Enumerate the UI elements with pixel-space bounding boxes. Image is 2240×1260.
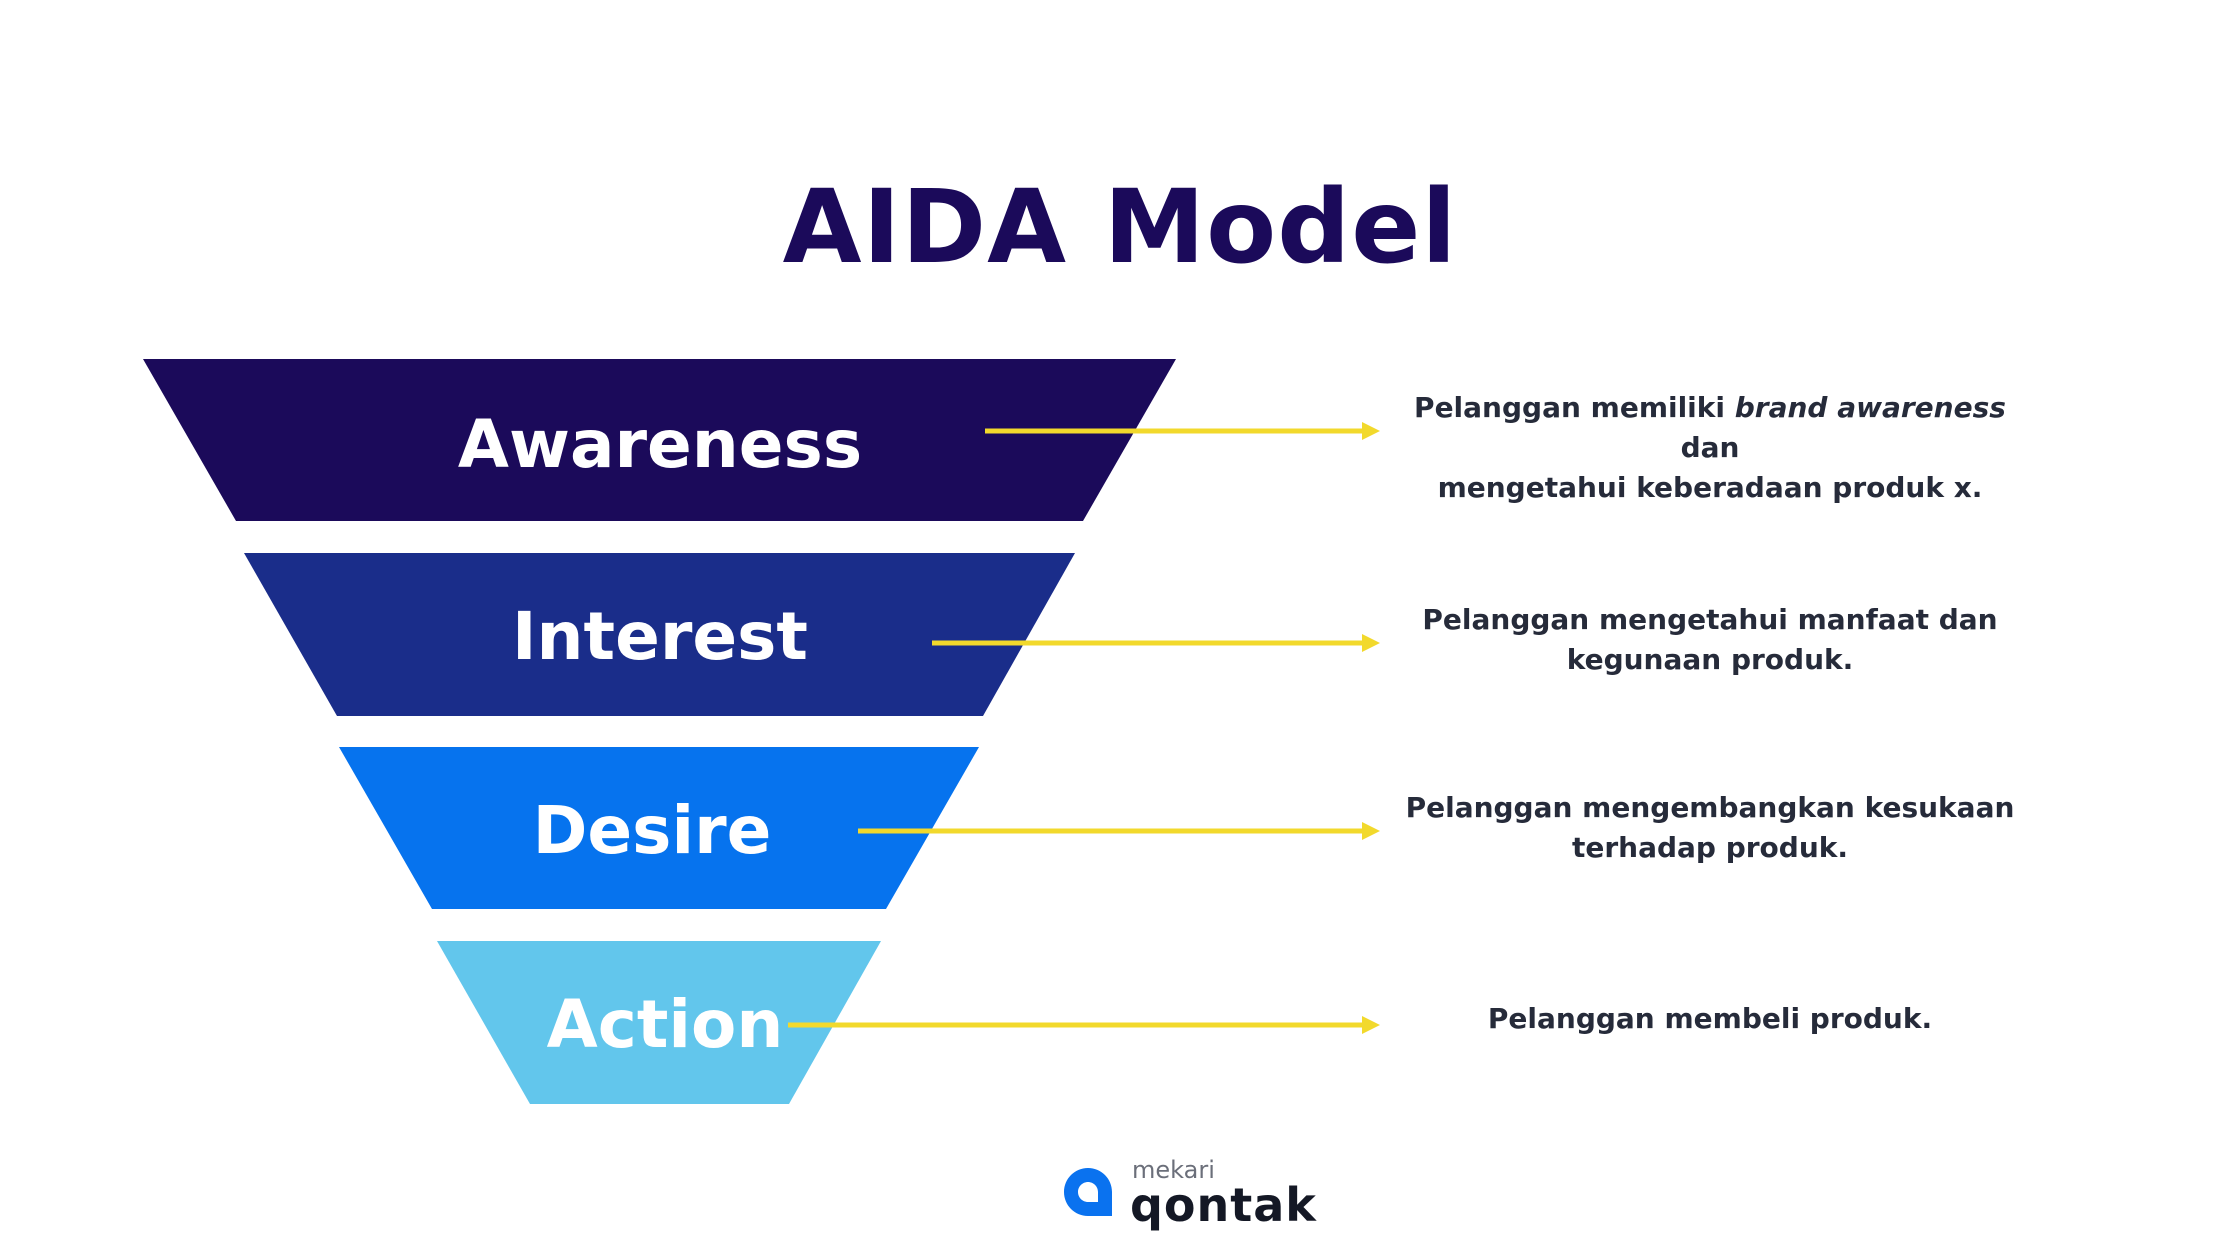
description-desire-line-1: Pelanggan mengembangkan kesukaan: [1405, 791, 2015, 824]
arrow-interest: [932, 634, 1380, 652]
funnel-level-awareness: [143, 359, 1176, 521]
description-awareness: Pelanggan memiliki brand awareness dan m…: [1380, 388, 2040, 508]
funnel-level-interest: [244, 553, 1075, 716]
logo-sub-text: mekari: [1132, 1156, 1215, 1184]
description-awareness-line-1: Pelanggan memiliki brand awareness dan: [1414, 391, 2006, 464]
page-title: AIDA Model: [782, 168, 1458, 287]
description-interest: Pelanggan mengetahui manfaat dan kegunaa…: [1380, 600, 2040, 680]
description-desire: Pelanggan mengembangkan kesukaan terhada…: [1380, 788, 2040, 868]
arrow-awareness: [985, 422, 1380, 440]
mekari-qontak-logo: mekari qontak: [1060, 1150, 1316, 1240]
stage-label-desire: Desire: [533, 792, 772, 869]
funnel-level-action: [437, 941, 881, 1104]
description-action-line-1: Pelanggan membeli produk.: [1487, 1002, 1933, 1035]
description-action: Pelanggan membeli produk.: [1380, 999, 2040, 1039]
description-awareness-line-2: mengetahui keberadaan produk x.: [1437, 471, 1983, 504]
brand-awareness-emphasis: brand awareness: [1734, 391, 2006, 424]
stage-label-action: Action: [547, 986, 784, 1063]
logo-main-text: qontak: [1130, 1178, 1317, 1232]
funnel-level-desire: [339, 747, 979, 909]
description-desire-line-2: terhadap produk.: [1571, 831, 1849, 864]
description-interest-line-2: kegunaan produk.: [1566, 643, 1854, 676]
description-interest-line-1: Pelanggan mengetahui manfaat dan: [1422, 603, 1998, 636]
arrow-desire: [858, 822, 1380, 840]
arrow-action: [788, 1016, 1380, 1034]
qontak-logo-icon: [1064, 1168, 1112, 1216]
stage-label-interest: Interest: [512, 598, 808, 675]
stage-label-awareness: Awareness: [458, 406, 862, 483]
